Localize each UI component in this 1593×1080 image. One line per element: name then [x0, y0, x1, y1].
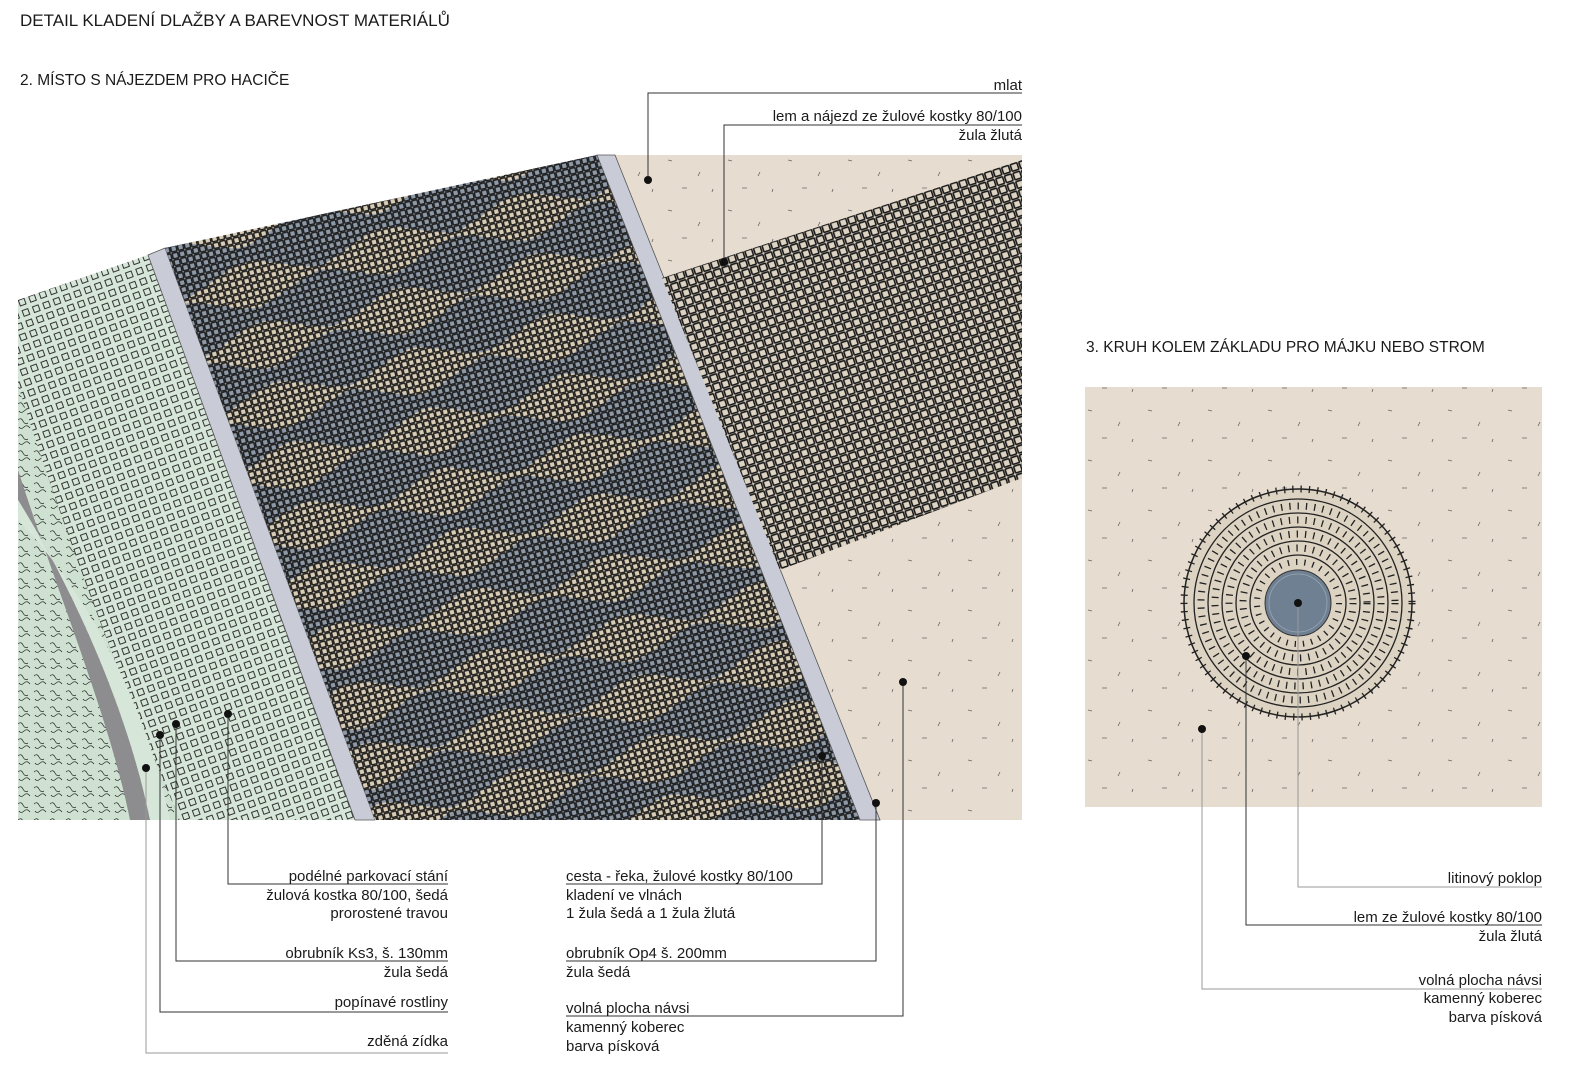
- label-ks3-1: obrubník Ks3, š. 130mm: [285, 945, 448, 962]
- label-lem-1: lem a nájezd ze žulové kostky 80/100: [773, 108, 1022, 125]
- label-cover: litinový poklop: [1448, 870, 1542, 887]
- label-free-2: kamenný koberec: [566, 1019, 685, 1036]
- section3-title: 3. KRUH KOLEM ZÁKLADU PRO MÁJKU NEBO STR…: [1086, 339, 1485, 356]
- label-plants: popínavé rostliny: [335, 994, 449, 1011]
- label-parking-3: prorostené travou: [330, 905, 448, 922]
- section2-plan: [18, 154, 1022, 821]
- label-op4-1: obrubník Op4 š. 200mm: [566, 945, 727, 962]
- label-free-3: barva písková: [566, 1038, 660, 1055]
- section2-leaders: [142, 92, 1022, 1054]
- wall-edge: [18, 500, 170, 820]
- curb-op4: [596, 154, 881, 821]
- label-free3-1: volná plocha návsi: [1419, 972, 1542, 989]
- climbing-plants-strip: [18, 385, 180, 820]
- section3-plan: [1085, 387, 1542, 807]
- label-mlat: mlat: [994, 77, 1023, 94]
- label-free3-3: barva písková: [1449, 1009, 1543, 1026]
- label-river-3: 1 žula šedá a 1 žula žlutá: [566, 905, 736, 922]
- label-free-1: volná plocha návsi: [566, 1000, 689, 1017]
- label-lem-2: žula žlutá: [959, 127, 1023, 144]
- section2-title: 2. MÍSTO S NÁJEZDEM PRO HACIČE: [20, 72, 289, 89]
- label-free3-2: kamenný koberec: [1424, 990, 1543, 1007]
- label-ring-1: lem ze žulové kostky 80/100: [1354, 909, 1542, 926]
- ramp-border-paving: [662, 160, 1022, 570]
- label-river-1: cesta - řeka, žulové kostky 80/100: [566, 868, 793, 885]
- label-ring-2: žula žlutá: [1479, 928, 1543, 945]
- section3-leaders: [1198, 599, 1542, 990]
- sheet-title: DETAIL KLADENÍ DLAŽBY A BAREVNOST MATERI…: [20, 11, 450, 30]
- label-wall: zděná zídka: [367, 1033, 449, 1050]
- label-op4-2: žula šedá: [566, 964, 631, 981]
- label-parking-1: podélné parkovací stání: [289, 868, 449, 885]
- label-river-2: kladení ve vlnách: [566, 887, 682, 904]
- river-path-cobbles: [165, 155, 860, 820]
- label-ks3-2: žula šedá: [384, 964, 449, 981]
- label-parking-2: žulová kostka 80/100, šedá: [266, 887, 448, 904]
